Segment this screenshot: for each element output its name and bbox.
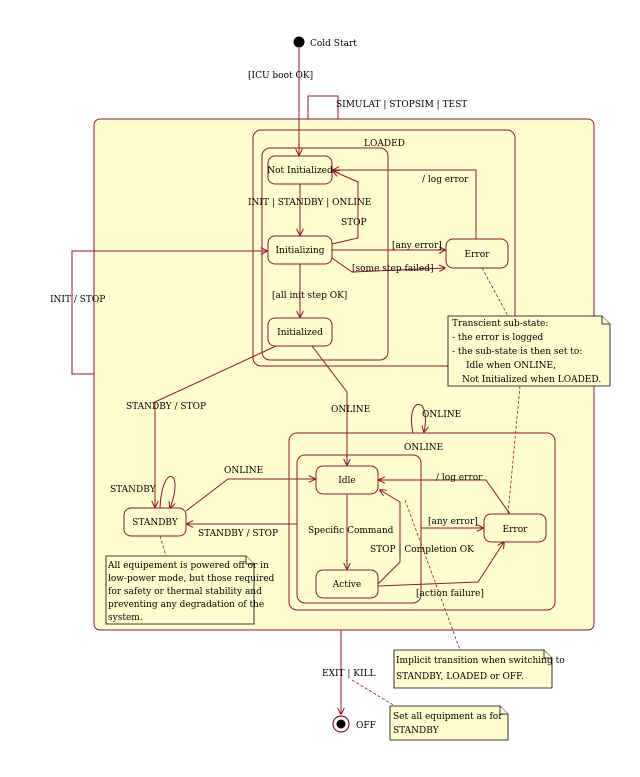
note-implicit: [393, 649, 553, 689]
note-standby-fold: [245, 556, 254, 565]
transition-init-stop: [71, 251, 267, 375]
note-set-all-link: [351, 679, 396, 707]
active-label: Active: [332, 580, 361, 590]
any-error-online-label: [any error]: [428, 517, 478, 527]
standby-state: [123, 507, 187, 537]
note-transient-line-1: Transcient sub-state:: [452, 319, 548, 329]
all-init-step-ok-label: [all init step OK]: [272, 291, 347, 301]
note-set-all-fold: [499, 706, 508, 715]
note-standby: [105, 555, 255, 625]
note-standby-line-2: low-power mode, but those required: [108, 574, 275, 584]
transition-stop: [332, 171, 359, 245]
final-state-dot: [336, 719, 346, 729]
note-transient: [447, 315, 611, 387]
standby-self-label: STANDBY: [110, 485, 157, 495]
note-standby-line-3: for safety or thermal stability and: [108, 587, 262, 597]
transition-action-failure: [377, 542, 504, 587]
initial-state-dot: [293, 36, 305, 48]
transition-online-self: [411, 404, 426, 433]
off-label: OFF: [356, 721, 376, 731]
some-step-failed-label: [some step failed]: [352, 264, 434, 274]
note-set-all: [389, 705, 509, 741]
transition-online-to-idle: [185, 479, 315, 512]
error-state-online: [483, 513, 547, 543]
note-transient-line-3: - the sub-state is then set to:: [452, 347, 582, 357]
cold-start-label: Cold Start: [310, 39, 357, 49]
error-online-label: Error: [503, 525, 529, 535]
note-standby-link: [159, 535, 167, 557]
transition-some-step-failed: [331, 257, 445, 273]
note-set-all-line-2: STANDBY: [393, 726, 440, 736]
standby-label: STANDBY: [132, 518, 179, 528]
specific-command-label: Specific Command: [308, 526, 394, 536]
note-standby-line-1: All equipement is powered off or in: [107, 561, 269, 571]
simulat-label: SIMULAT | STOPSIM | TEST: [336, 100, 467, 110]
transition-simulat-self: [307, 95, 339, 119]
transition-log-error-online: [379, 480, 511, 515]
log-error-online-label: / log error: [436, 473, 483, 483]
transition-online-down: [311, 345, 347, 465]
online-label: ONLINE: [404, 443, 443, 453]
note-implicit-line-1: Implicit transition when switching to: [396, 656, 565, 666]
standby-stop-left-label: STANDBY / STOP: [126, 402, 206, 412]
note-transient-fold: [601, 316, 610, 325]
transition-standby-self: [159, 475, 175, 508]
error-state-loaded: [445, 238, 509, 269]
icu-boot-ok-label: [ICU boot OK]: [248, 71, 313, 81]
note-transient-line-5: Not Initialized when LOADED.: [462, 375, 601, 385]
initialized-state: [267, 317, 333, 347]
online-self-label: ONLINE: [422, 410, 461, 420]
stop-label: STOP: [341, 218, 367, 228]
online-down-label: ONLINE: [331, 405, 370, 415]
transition-log-error-loaded: [333, 170, 477, 239]
standby-stop-online-label: STANDBY / STOP: [198, 529, 278, 539]
note-implicit-line-2: STANDBY, LOADED or OFF.: [396, 672, 524, 682]
log-error-loaded-label: / log error: [422, 175, 469, 185]
loaded-label: LOADED: [364, 139, 405, 149]
not-initialized-label: Not Initialized: [267, 166, 333, 176]
transition-stop-completion: [377, 490, 401, 585]
init-stop-label: INIT / STOP: [50, 295, 105, 305]
action-failure-label: [action failure]: [416, 589, 484, 599]
init-standby-online-label: INIT | STANDBY | ONLINE: [248, 198, 371, 208]
transition-standby-stop-left: [155, 345, 277, 507]
note-standby-line-5: system.: [108, 613, 143, 623]
stop-completion-label: STOP | Completion OK: [370, 545, 474, 555]
initialized-label: Initialized: [277, 328, 323, 338]
initializing-label: Initializing: [275, 246, 324, 256]
online-to-idle-label: ONLINE: [224, 466, 263, 476]
note-implicit-link: [404, 499, 461, 651]
note-implicit-fold: [543, 650, 552, 659]
idle-label: Idle: [338, 476, 356, 486]
note-set-all-line-1: Set all equipment as for: [393, 712, 503, 722]
exit-kill-label: EXIT | KILL: [322, 669, 376, 679]
note-transient-link-loaded: [481, 267, 509, 317]
note-transient-line-2: - the error is logged: [452, 333, 544, 343]
any-error-loaded-label: [any error]: [392, 241, 442, 251]
note-transient-link-online: [507, 385, 521, 515]
note-standby-line-4: preventing any degradation of the: [108, 600, 264, 610]
note-transient-line-4: Idle when ONLINE,: [466, 361, 556, 371]
error-loaded-label: Error: [465, 250, 491, 260]
